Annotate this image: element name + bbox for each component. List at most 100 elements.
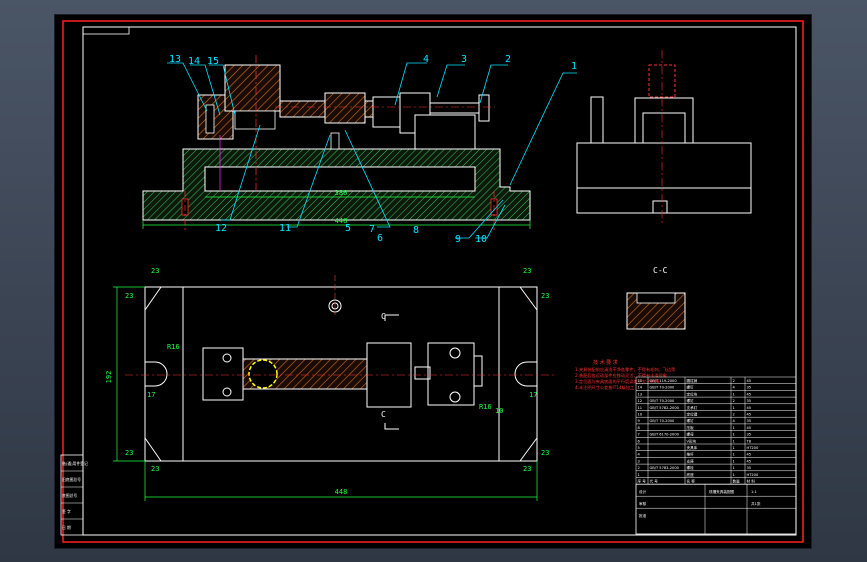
side-panel-item-4: 签 字 [62, 509, 71, 514]
bom-cell: GB/T 70-2000 [650, 399, 676, 403]
bom-cell: 1 [733, 446, 735, 450]
balloon-9: 9 [455, 234, 461, 245]
bom-cell: 定位键 [687, 412, 698, 417]
dim-slot-left: 17 [147, 391, 155, 399]
bom-cell: 45 [747, 426, 752, 430]
balloon-5: 5 [345, 223, 351, 234]
balloon-3: 3 [461, 54, 467, 65]
bom-cell: 螺母 [687, 432, 695, 437]
bom-cell: 2 [733, 413, 735, 417]
bom-cell: GB/T 119-2000 [650, 379, 678, 383]
title-sheet: 共1张 [751, 501, 761, 506]
bom-cell: 35 [747, 419, 752, 423]
bom-cell: 35 [747, 386, 752, 390]
bom-cell: 螺钉 [687, 385, 695, 390]
balloon-7: 7 [369, 224, 375, 235]
title-designer: 设计 [639, 489, 647, 494]
section-cut-marks [384, 314, 399, 430]
dim-front-overall: 448 [335, 217, 348, 225]
section-label: C-C [653, 266, 668, 275]
notes-title: 技 术 要 求 [593, 359, 618, 366]
bom-cell: 4 [733, 419, 736, 423]
bom-cell: GB/T 70-2000 [650, 386, 676, 390]
bom-cell: 支承钉 [687, 405, 698, 410]
title-block [635, 483, 797, 535]
bom-cell: 4 [733, 386, 736, 390]
dim-slot-right: 17 [529, 391, 537, 399]
tech-notes: 技 术 要 求 1.夹具装配前应清洗干净各零件，不得有毛刺、飞边等 2.装配后各… [575, 359, 675, 391]
bom-cell: 定位块 [687, 391, 698, 396]
bom-cell: 11 [638, 406, 643, 410]
bom-cell: 45 [747, 406, 752, 410]
bom-cell: 45 [747, 413, 752, 417]
plan-push-rod [242, 358, 368, 390]
side-panel-item-3: 底图总号 [62, 493, 77, 498]
bom-cell: 10 [638, 413, 643, 417]
dim-corner-br-w: 23 [523, 465, 531, 473]
notes-line1: 1.夹具装配前应清洗干净各零件，不得有毛刺、飞边等 [575, 366, 675, 373]
bom-cell: 1 [733, 473, 735, 477]
bom-cell: 8 [638, 426, 641, 430]
bom-cell: 2 [733, 379, 735, 383]
section-view [626, 292, 686, 330]
dim-corner-tl-h: 23 [125, 292, 133, 300]
title-drawing-name: 铣槽夹具装配图 [709, 489, 735, 494]
bom-cell: 7 [638, 433, 640, 437]
assembly-drawing: 380 448 13 14 15 4 3 2 1 12 11 7 9 10 5 … [60, 20, 804, 543]
bom-cell: 螺钉 [687, 418, 695, 423]
dim-slot-right-r: 10 [495, 407, 503, 415]
dim-corner-bl-w: 23 [151, 465, 159, 473]
bom-cell: 35 [747, 466, 752, 470]
bom-cell: 9 [638, 419, 641, 423]
bom-cell: GB/T 6170-2000 [650, 433, 680, 437]
balloon-2: 2 [505, 54, 511, 65]
balloon-12: 12 [215, 223, 227, 234]
bom-cell: 6 [638, 439, 641, 443]
bom-cell: 1 [733, 392, 735, 396]
bom-cell: 底座 [687, 472, 695, 477]
bom-cell: HT200 [747, 473, 759, 477]
bom-cell: 15 [638, 379, 643, 383]
bom-cell: 螺栓 [687, 465, 695, 470]
balloon-1: 1 [571, 61, 577, 72]
balloon-8: 8 [413, 225, 419, 236]
bom-cell: HT200 [747, 446, 759, 450]
dim-plan-height: 192 [105, 371, 113, 384]
dim-corner-br-h: 23 [541, 449, 549, 457]
bom-cell: 夹具体 [687, 445, 698, 450]
side-panel-item-5: 日 期 [62, 525, 71, 530]
bom-cell: 1 [733, 426, 735, 430]
bom-header-cell: 名 称 [687, 479, 696, 484]
bom-cell: 14 [638, 386, 643, 390]
dim-slot-r-right: R16 [479, 403, 492, 411]
notes-line3: 3.定位面与夹具底面的平行度误差不大于0.02 [575, 378, 660, 385]
inner-frame [82, 26, 797, 536]
balloon-6: 6 [377, 233, 383, 244]
dim-corner-tl-w: 23 [151, 267, 159, 275]
bom-cell: 2 [733, 399, 735, 403]
side-panel-item-1: 借(通)用件登记 [62, 461, 88, 466]
corner-tab [82, 26, 130, 35]
side-panel-item-2: 旧底图总号 [62, 477, 81, 482]
balloon-13: 13 [169, 54, 181, 65]
side-view [576, 50, 752, 225]
title-approved: 批准 [639, 513, 647, 518]
front-dimensions [142, 196, 531, 229]
balloon-4: 4 [423, 54, 429, 65]
bom-cell: 螺钉 [687, 398, 695, 403]
bom-cell: 1 [733, 453, 735, 457]
bom-cell: 35 [747, 399, 752, 403]
outer-frame [62, 20, 804, 543]
drawing-viewport[interactable]: 380 448 13 14 15 4 3 2 1 12 11 7 9 10 5 … [55, 15, 811, 548]
bom-header-cell: 材 料 [747, 479, 756, 484]
bom-cell: 45 [747, 459, 752, 463]
dim-front-inner: 380 [335, 189, 348, 197]
dim-plan-overall: 448 [335, 488, 348, 496]
front-view [142, 55, 531, 230]
balloon-15: 15 [207, 56, 219, 67]
notes-line2: 2.装配后各运动部件应移动灵活，不得有卡滞现象 [575, 372, 667, 379]
bom-cell: 4 [638, 453, 641, 457]
bom-header-cell: 代 号 [650, 479, 659, 484]
bom-cell: 2 [638, 466, 640, 470]
bom-cell: 1 [733, 406, 735, 410]
